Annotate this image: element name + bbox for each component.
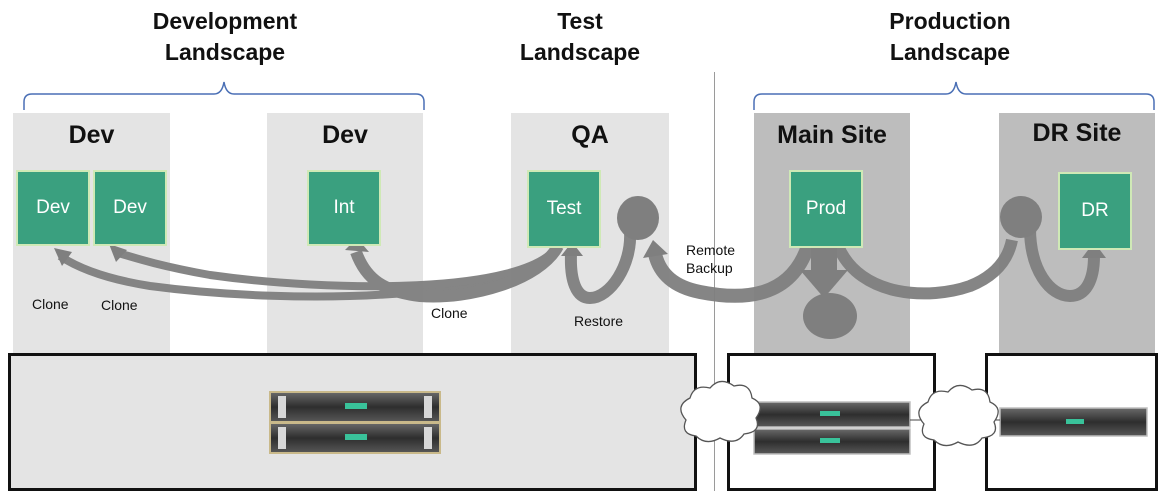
dr-box: DR [1058,172,1132,250]
dr-backup-circle [1000,196,1042,238]
panel-title-qa: QA [571,121,609,149]
dev-box-b: Dev [93,170,167,246]
development-brace [23,81,425,110]
arrowhead-restore [561,242,583,256]
test-box: Test [527,170,601,248]
arrowhead-remote-backup [643,240,668,258]
dev-box-a: Dev [16,170,90,246]
cloud-icon-2 [918,384,999,447]
clone-arrow-int [350,242,564,303]
qa-backup-circle [617,196,659,240]
test-landscape-heading: Test Landscape [519,8,641,65]
clone-arrow-dev-b [113,243,562,291]
clone-label-2: Clone [101,297,138,313]
remote-backup-arrow [648,243,815,303]
clone-label-1: Clone [32,296,69,312]
production-landscape-heading: Production Landscape [889,8,1011,65]
remote-backup-label: Remote Backup [686,242,736,276]
restore-arrow [564,231,637,305]
int-box: Int [307,170,381,246]
prod-down-arrow [800,246,848,298]
production-brace [753,81,1155,110]
arrowhead-dev-a [54,248,72,266]
cloud-icon [680,380,761,443]
restore-label: Restore [574,313,624,329]
panel-title-dev-2: Dev [322,121,368,149]
replication-arrow-dr [832,238,1018,300]
shared-server-stack [269,391,441,454]
clone-label-3: Clone [431,305,468,321]
arrowhead-dr [1082,242,1106,258]
development-landscape-heading: Development Landscape [152,8,298,65]
main-backup-circle [803,293,857,339]
main-site-server-stack [753,401,911,455]
panel-title-dr-site: DR Site [1032,119,1122,147]
prod-box: Prod [789,170,863,248]
panel-title-dev-1: Dev [68,121,115,149]
arrowhead-dev-b [109,244,127,262]
panel-title-main-site: Main Site [777,121,887,149]
landscape-divider [714,72,715,491]
dr-restore-arrow [1024,227,1100,303]
dr-site-server-unit [999,407,1148,437]
